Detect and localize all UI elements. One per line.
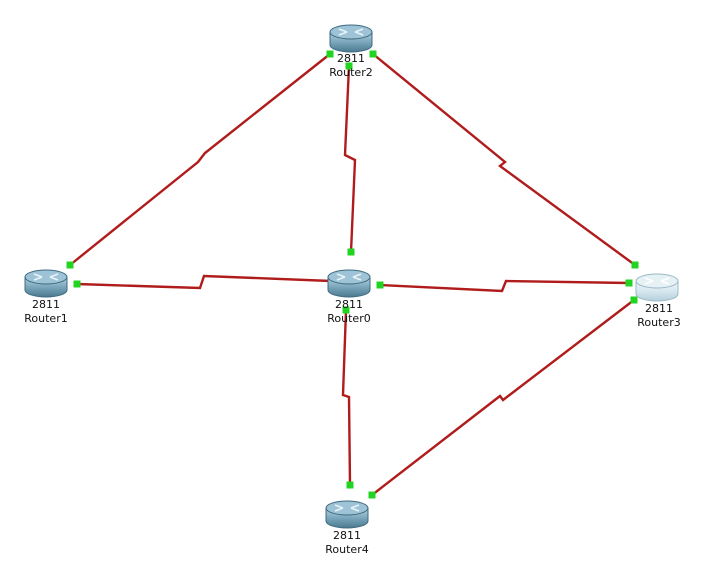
serial-link-router3-router4[interactable] (371, 299, 635, 496)
port-indicator-router3 (630, 296, 638, 304)
router-model-label: 2811 (337, 52, 365, 65)
port-indicator-router1 (73, 280, 81, 288)
port-indicator-router0 (347, 248, 355, 256)
router-icon (325, 500, 369, 529)
router-icon (24, 269, 68, 298)
router-name-label: Router3 (637, 316, 680, 329)
router-icon (635, 273, 679, 302)
serial-link-router2-router1[interactable] (69, 53, 331, 266)
serial-link-router2-router3[interactable] (372, 53, 636, 266)
port-indicator-router0 (376, 281, 384, 289)
port-indicator-router2 (345, 62, 353, 70)
router-icon (327, 269, 371, 298)
port-indicator-router1 (66, 261, 74, 269)
port-indicator-router2 (369, 50, 377, 58)
router-model-label: 2811 (335, 298, 363, 311)
serial-link-router1-router0[interactable] (76, 274, 332, 290)
serial-link-router0-router3[interactable] (379, 279, 630, 293)
port-indicator-router3 (625, 279, 633, 287)
port-indicator-router4 (368, 491, 376, 499)
router-name-label: Router1 (24, 312, 67, 325)
router-model-label: 2811 (333, 529, 361, 542)
router-name-label: Router0 (327, 312, 370, 325)
router-model-label: 2811 (645, 302, 673, 315)
port-indicator-router0 (342, 306, 350, 314)
ports-layer (66, 50, 639, 499)
links-layer (69, 53, 636, 496)
router-name-label: Router2 (329, 66, 372, 79)
port-indicator-router3 (631, 261, 639, 269)
router-icon (329, 24, 373, 53)
port-indicator-router4 (346, 481, 354, 489)
serial-link-router2-router0[interactable] (343, 65, 357, 253)
routers-layer: 2811Router22811Router12811Router02811Rou… (24, 24, 681, 556)
router-name-label: Router4 (325, 543, 368, 556)
serial-link-router0-router4[interactable] (341, 309, 352, 486)
port-indicator-router2 (326, 50, 334, 58)
router-model-label: 2811 (32, 298, 60, 311)
